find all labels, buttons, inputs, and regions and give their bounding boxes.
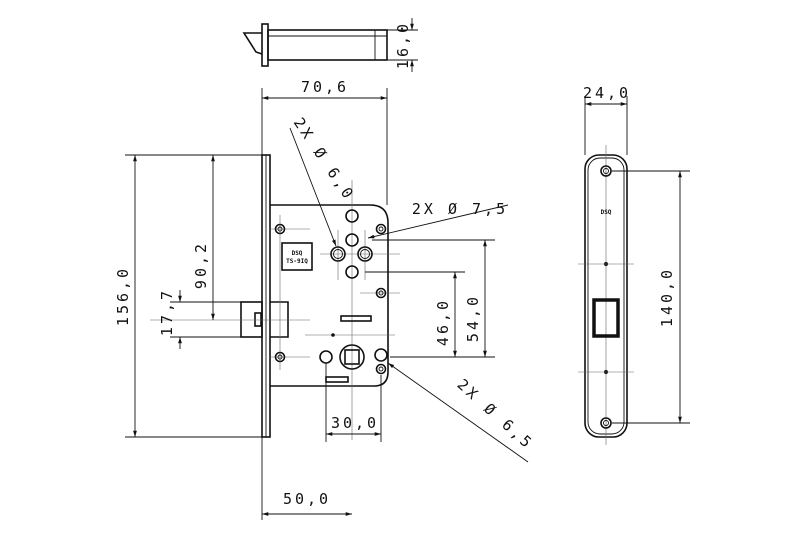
svg-text:156,0: 156,0 [114, 266, 132, 326]
svg-text:50,0: 50,0 [283, 490, 331, 508]
svg-text:17,7: 17,7 [158, 288, 176, 336]
svg-text:46,0: 46,0 [434, 298, 452, 346]
case-logo: DSQ [292, 250, 303, 257]
strike-plate: DSQ [578, 145, 634, 445]
svg-text:2X Ø 6,5: 2X Ø 6,5 [454, 375, 538, 453]
latch-top-view: 16,0 [242, 18, 418, 72]
svg-text:54,0: 54,0 [464, 294, 482, 342]
callout-holes-7-5: 2X Ø 7,5 [367, 200, 509, 239]
svg-text:140,0: 140,0 [658, 267, 676, 327]
svg-text:24,0: 24,0 [583, 84, 631, 102]
dim-hole-spacing-30: 30,0 [325, 363, 382, 442]
dim-strike-width: 24,0 [583, 84, 631, 155]
callout-holes-6-0: 2X Ø 6,0 [289, 114, 359, 247]
dim-hole-46: 46,0 [365, 271, 495, 358]
callout-holes-6-5: 2X Ø 6,5 [387, 362, 538, 463]
lock-body: DSQ TS-9IQ [150, 154, 400, 440]
strike-logo: DSQ [601, 209, 612, 216]
svg-text:2X Ø 7,5: 2X Ø 7,5 [412, 200, 508, 218]
dim-strike-holes: 140,0 [612, 170, 690, 424]
screw-icon [274, 223, 387, 375]
dim-latch-height: 16,0 [394, 21, 412, 69]
dim-latch-position: 90,2 [192, 155, 215, 320]
svg-text:90,2: 90,2 [192, 241, 210, 289]
svg-text:70,6: 70,6 [301, 78, 349, 96]
dim-faceplate-height: 156,0 [114, 154, 262, 438]
dim-hole-54: 54,0 [372, 239, 495, 357]
dim-backset: 50,0 [262, 490, 352, 516]
svg-text:30,0: 30,0 [331, 414, 379, 432]
svg-text:2X Ø 6,0: 2X Ø 6,0 [290, 114, 359, 204]
dim-latch-size: 17,7 [158, 288, 241, 349]
case-model: TS-9IQ [286, 258, 308, 265]
